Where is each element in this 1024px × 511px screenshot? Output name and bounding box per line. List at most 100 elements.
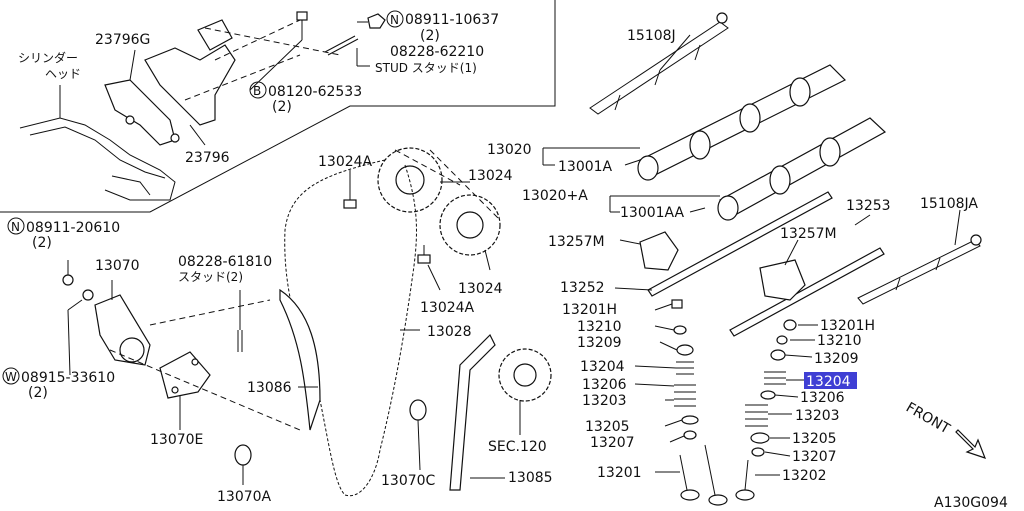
label-nut-qty: (2) <box>420 28 440 44</box>
label-13205-2: 13205 <box>792 431 837 447</box>
camshaft-lower <box>717 117 887 221</box>
label-13207-2: 13207 <box>792 449 837 465</box>
label-sec120: SEC.120 <box>488 439 547 455</box>
label-stud2-part: 08228-61810 <box>178 254 272 270</box>
label-front: FRONT <box>903 400 953 438</box>
leader-lines <box>67 21 961 485</box>
label-13024A-2: 13024A <box>420 300 475 316</box>
label-n2-qty: (2) <box>32 235 52 251</box>
label-13204-2[interactable]: 13204 <box>806 374 851 390</box>
sprocket-lower <box>439 194 501 256</box>
washer-08911-20610 <box>62 274 74 286</box>
label-bolt-b: B <box>253 84 261 98</box>
label-13209-2: 13209 <box>814 351 859 367</box>
rocker-arm-13257M-right <box>759 259 806 301</box>
w-circle-icon <box>2 367 20 385</box>
label-13070A: 13070A <box>217 489 272 505</box>
label-13024A-1: 13024A <box>318 154 373 170</box>
label-13203-1: 13203 <box>582 393 627 409</box>
label-cylinder-head-2: ヘッド <box>45 67 81 81</box>
label-13209-1: 13209 <box>577 335 622 351</box>
label-13204-1: 13204 <box>580 359 625 375</box>
label-13001A: 13001A <box>558 159 613 175</box>
rocker-shaft-13252 <box>647 191 833 297</box>
plug-13070A <box>234 444 252 466</box>
label-13257M-1: 13257M <box>548 234 605 250</box>
label-bolt-qty: (2) <box>272 99 292 115</box>
label-n2-n: N <box>11 220 20 234</box>
label-13207-1: 13207 <box>590 435 635 451</box>
label-13202: 13202 <box>782 468 827 484</box>
label-13070C: 13070C <box>381 473 436 489</box>
highlight-13204[interactable] <box>804 372 857 389</box>
label-13206-1: 13206 <box>582 377 627 393</box>
bolt-13024A-upper <box>343 190 357 209</box>
label-bolt-part: 08120-62533 <box>268 84 362 100</box>
label-13086: 13086 <box>247 380 292 396</box>
label-13201H-1: 13201H <box>562 302 617 318</box>
label-nut-n: N <box>390 13 399 27</box>
label-13020A: 13020+A <box>522 188 588 204</box>
oil-baffle-15108JA <box>857 234 982 305</box>
label-13024-1: 13024 <box>468 168 513 184</box>
label-13253: 13253 <box>846 198 891 214</box>
label-23796: 23796 <box>185 150 230 166</box>
valve-train-left <box>671 299 728 506</box>
label-w-qty: (2) <box>28 385 48 401</box>
inset-frame <box>0 0 556 213</box>
label-13210-2: 13210 <box>817 333 862 349</box>
label-stud-text: STUD スタッド(1) <box>375 61 477 75</box>
bolt-08120 <box>296 11 308 40</box>
label-13070: 13070 <box>95 258 140 274</box>
label-13257M-2: 13257M <box>780 226 837 242</box>
label-13210-1: 13210 <box>577 319 622 335</box>
label-13205-1: 13205 <box>585 419 630 435</box>
label-13024-2: 13024 <box>458 281 503 297</box>
bolt-13024A-lower <box>417 245 431 264</box>
n2-circle-icon <box>7 217 25 235</box>
label-13020: 13020 <box>487 142 532 158</box>
label-13001AA: 13001AA <box>620 205 685 221</box>
label-15108J: 15108J <box>627 28 676 44</box>
stud-08228-61810 <box>237 330 243 352</box>
label-13201: 13201 <box>597 465 642 481</box>
cylinder-head-sketch <box>19 85 176 201</box>
chain-guide-13086 <box>279 288 321 431</box>
plug-13070C <box>409 399 427 421</box>
label-w-part: 08915-33610 <box>21 370 115 386</box>
front-arrow-icon <box>955 429 987 459</box>
stud-08228-62210 <box>324 35 359 56</box>
bracket-assembly <box>104 19 341 146</box>
label-15108JA: 15108JA <box>920 196 978 212</box>
gasket-13070E <box>159 351 211 399</box>
sprocket-sec120 <box>498 348 552 402</box>
label-stud2-text: スタッド(2) <box>178 270 243 284</box>
label-13203-2: 13203 <box>795 408 840 424</box>
valve-train-right <box>735 319 797 501</box>
label-13028: 13028 <box>427 324 472 340</box>
label-13201H-2: 13201H <box>820 318 875 334</box>
washer-08915-33610 <box>82 289 94 301</box>
label-figure-code: A130G094 <box>934 495 1008 511</box>
nut-08911-10637 <box>367 13 386 29</box>
label-13070E: 13070E <box>150 432 203 448</box>
label-layer: シリンダー ヘッド 23796G 23796 N 08911-10637 (2)… <box>2 10 1008 511</box>
rocker-shaft-13253 <box>729 247 885 337</box>
label-13085: 13085 <box>508 470 553 486</box>
label-cylinder-head: シリンダー <box>18 50 78 65</box>
label-13206-2: 13206 <box>800 390 845 406</box>
n-circle-icon <box>386 10 404 28</box>
timing-chain-13028 <box>284 159 417 497</box>
rocker-arm-13257M-left <box>639 231 679 271</box>
label-n2-part: 08911-20610 <box>26 220 120 236</box>
label-13252: 13252 <box>560 280 605 296</box>
chain-tensioner-13070 <box>94 294 151 366</box>
camshaft-upper <box>637 64 847 181</box>
b-circle-icon <box>249 81 267 99</box>
label-23796G: 23796G <box>95 32 150 48</box>
label-w-w: W <box>5 370 17 384</box>
label-stud-part: 08228-62210 <box>390 44 484 60</box>
label-nut-part: 08911-10637 <box>405 12 499 28</box>
chain-guide-13085 <box>449 333 496 491</box>
